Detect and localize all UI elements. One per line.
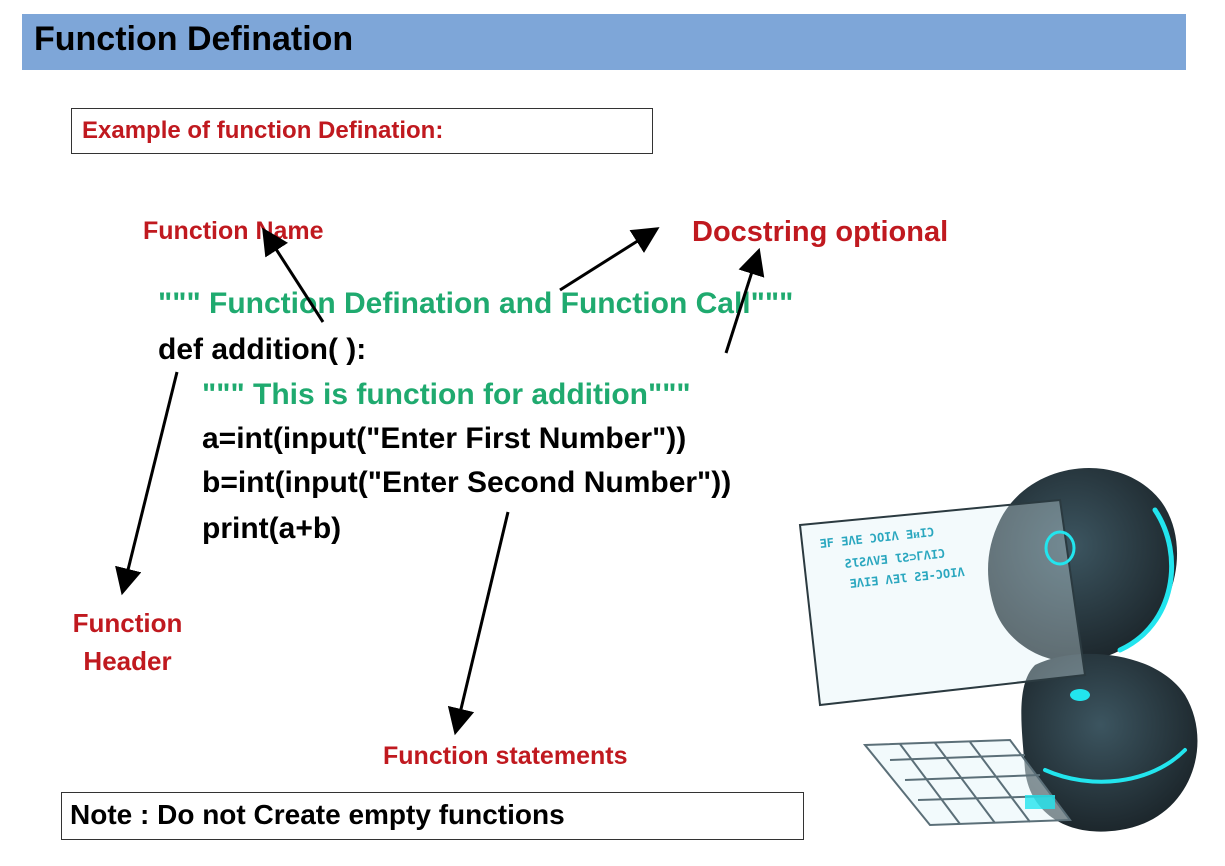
arrow-function-header <box>115 371 179 596</box>
label-function-header-line1: Function <box>72 608 183 638</box>
arrow-docstring-right <box>724 247 765 354</box>
example-heading: Example of function Defination: <box>82 117 444 144</box>
code-statement-a: a=int(input("Enter First Number")) <box>202 422 687 455</box>
label-function-statements: Function statements <box>383 742 628 770</box>
example-box: Example of function Defination: <box>71 108 653 154</box>
label-function-name: Function Name <box>143 217 324 245</box>
arrow-docstring-top <box>559 227 660 292</box>
label-function-header: Function Header <box>70 604 185 680</box>
label-function-header-line2: Header <box>83 646 172 676</box>
note-text: Note : Do not Create empty functions <box>70 799 565 830</box>
title-bar <box>22 14 1186 70</box>
code-def-line: def addition( ): <box>158 333 367 366</box>
arrow-function-name <box>262 227 325 323</box>
arrow-function-statements <box>447 511 510 736</box>
label-docstring-optional: Docstring optional <box>692 216 949 248</box>
page-title: Function Defination <box>34 20 354 58</box>
computer-3d-icon: ƎF ƎΛE ƆOIΛ ƎᴎIƆ ƧƖƧΛVƎ ƖƧ⊃ΓΛIƆ ƎΛIƎ ΛƎƖ… <box>798 467 1198 832</box>
code-statement-print: print(a+b) <box>202 512 342 545</box>
code-module-docstring: """ Function Defination and Function Cal… <box>158 287 794 320</box>
note-box: Note : Do not Create empty functions <box>61 792 804 840</box>
code-function-docstring: """ This is function for addition""" <box>202 378 691 411</box>
code-statement-b: b=int(input("Enter Second Number")) <box>202 466 732 499</box>
